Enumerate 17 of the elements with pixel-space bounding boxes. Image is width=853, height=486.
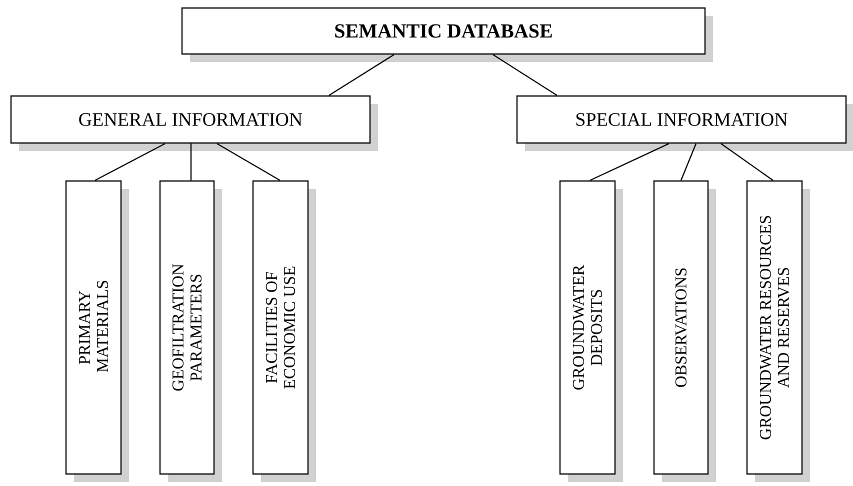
- subcategory-box: OBSERVATIONS: [653, 180, 716, 482]
- connector-line: [190, 144, 192, 180]
- connector-line: [680, 143, 697, 181]
- connector-line: [328, 54, 394, 96]
- connector-line: [94, 143, 166, 181]
- subcategory-box: PRIMARY MATERIALS: [65, 180, 129, 482]
- subcategory-box: GROUNDWATER RESOURCES AND RESERVES: [746, 180, 810, 482]
- subcategory-box: GROUNDWATER DEPOSITS: [559, 180, 623, 482]
- category-box: SEMANTIC DATABASE: [181, 7, 713, 62]
- connector-line: [492, 54, 558, 96]
- subcategory-box: GEOFILTRATION PARAMETERS: [159, 180, 222, 482]
- connector-line: [216, 143, 280, 181]
- category-box: SPECIAL INFORMATION: [516, 95, 853, 151]
- subcategory-box: FACILITIES OF ECONOMIC USE: [252, 180, 316, 482]
- connector-line: [720, 143, 774, 181]
- category-box: GENERAL INFORMATION: [10, 95, 378, 151]
- connector-line: [590, 143, 670, 181]
